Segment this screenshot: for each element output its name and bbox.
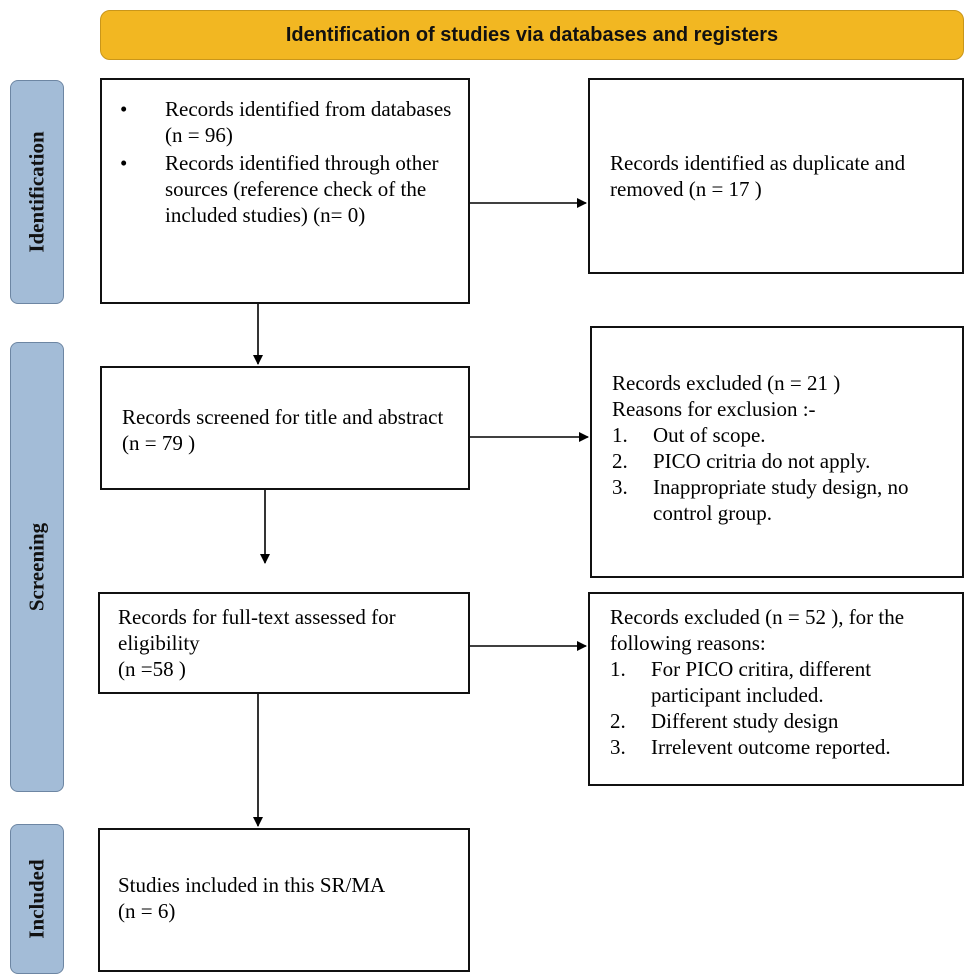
reason-number: 1. bbox=[610, 657, 626, 681]
fulltext-count: (n =58 ) bbox=[118, 657, 186, 681]
reason-text: Out of scope. bbox=[653, 423, 766, 447]
reason-text: Different study design bbox=[651, 709, 839, 733]
excluded-screening-heading: Reasons for exclusion :- bbox=[612, 397, 816, 421]
excluded-fulltext-box: Records excluded (n = 52 ), for the foll… bbox=[588, 592, 964, 786]
reason-item: 1. Out of scope. bbox=[612, 422, 952, 448]
reason-item: 3. Irrelevent outcome reported. bbox=[610, 734, 952, 760]
stage-included: Included bbox=[10, 824, 64, 974]
reason-number: 2. bbox=[612, 449, 628, 473]
records-identified-box: Records identified from databases (n = 9… bbox=[100, 78, 470, 304]
excluded-screening-count: Records excluded (n = 21 ) bbox=[612, 371, 841, 395]
fulltext-text: Records for full-text assessed for eligi… bbox=[118, 605, 396, 655]
reason-text: Irrelevent outcome reported. bbox=[651, 735, 891, 759]
reason-number: 2. bbox=[610, 709, 626, 733]
reason-item: 1. For PICO critira, different participan… bbox=[610, 656, 952, 708]
excluded-fulltext-heading: Records excluded (n = 52 ), for the foll… bbox=[610, 605, 905, 655]
duplicates-text: Records identified as duplicate and remo… bbox=[610, 151, 906, 201]
header-banner: Identification of studies via databases … bbox=[100, 10, 964, 60]
reason-text: Inappropriate study design, no control g… bbox=[653, 475, 909, 525]
excluded-fulltext-reasons: 1. For PICO critira, different participan… bbox=[610, 656, 952, 760]
included-count: (n = 6) bbox=[118, 899, 176, 923]
screened-text: Records screened for title and abstract … bbox=[122, 405, 444, 455]
reason-item: 2. Different study design bbox=[610, 708, 952, 734]
reason-item: 2. PICO critria do not apply. bbox=[612, 448, 952, 474]
records-identified-item: Records identified from databases (n = 9… bbox=[102, 96, 458, 148]
fulltext-box: Records for full-text assessed for eligi… bbox=[98, 592, 470, 694]
stage-screening: Screening bbox=[10, 342, 64, 792]
reason-number: 3. bbox=[612, 475, 628, 499]
excluded-screening-box: Records excluded (n = 21 ) Reasons for e… bbox=[590, 326, 964, 578]
reason-number: 1. bbox=[612, 423, 628, 447]
records-identified-list: Records identified from databases (n = 9… bbox=[102, 96, 458, 228]
reason-item: 3. Inappropriate study design, no control… bbox=[612, 474, 952, 526]
records-identified-item: Records identified through other sources… bbox=[102, 150, 458, 228]
header-title: Identification of studies via databases … bbox=[285, 23, 779, 46]
duplicates-box: Records identified as duplicate and remo… bbox=[588, 78, 964, 274]
reason-text: For PICO critira, different participant … bbox=[651, 657, 872, 707]
excluded-screening-reasons: 1. Out of scope. 2. PICO critria do not ap… bbox=[612, 422, 952, 526]
reason-text: PICO critria do not apply. bbox=[653, 449, 871, 473]
included-text: Studies included in this SR/MA bbox=[118, 873, 386, 897]
included-box: Studies included in this SR/MA (n = 6) bbox=[98, 828, 470, 972]
reason-number: 3. bbox=[610, 735, 626, 759]
screened-box: Records screened for title and abstract … bbox=[100, 366, 470, 490]
stage-identification: Identification bbox=[10, 80, 64, 304]
